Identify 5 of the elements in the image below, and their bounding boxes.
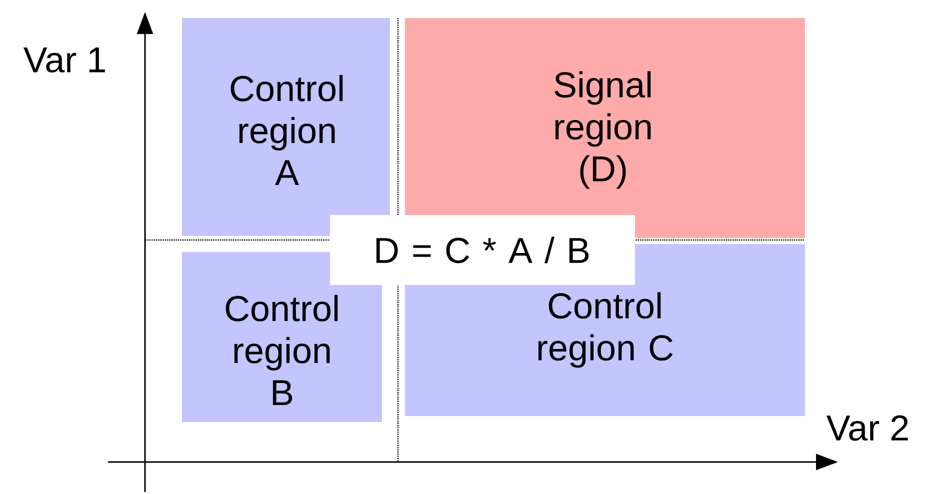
axis-label: Var 1 — [23, 47, 105, 73]
formula-box: D = C * A / B — [330, 215, 635, 285]
region-box: Control region A — [182, 18, 390, 236]
region-box: Signal region (D) — [405, 18, 805, 238]
axis-label: Var 2 — [826, 415, 908, 441]
